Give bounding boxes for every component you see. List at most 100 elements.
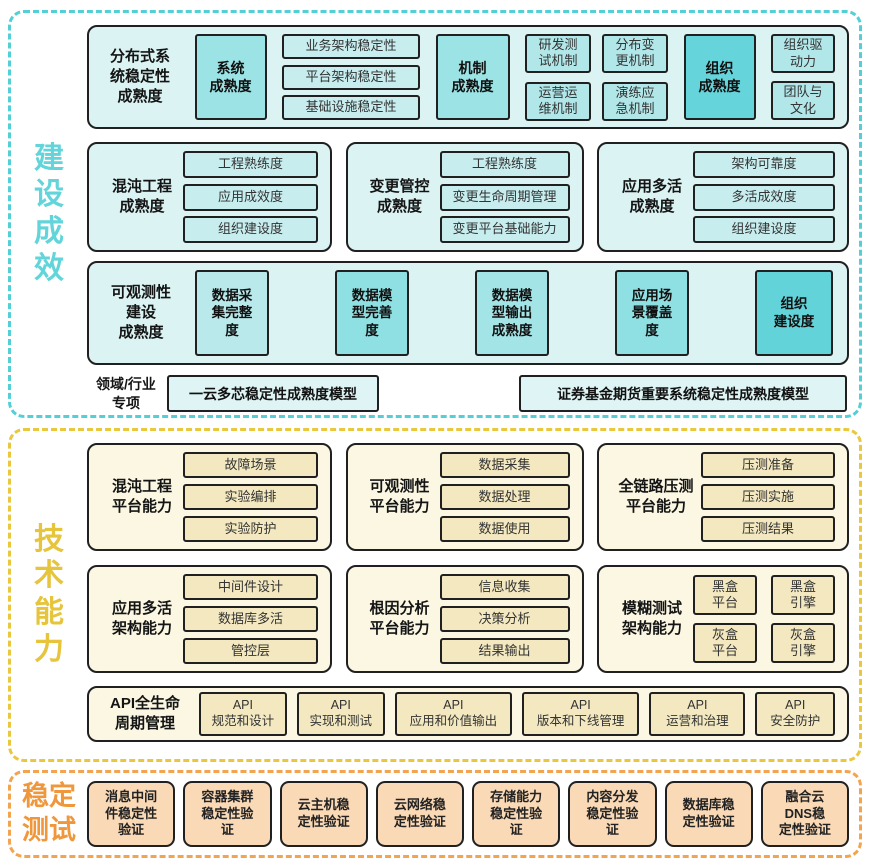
multiactive-items: 架构可靠度 多活成效度 组织建设度	[693, 151, 835, 243]
chip-decision-analysis: 决策分析	[439, 606, 570, 632]
section-side-label-area: 建 设 成 效	[11, 13, 87, 415]
chip-multiactive-effect: 多活成效度	[693, 183, 835, 211]
box-cloud-host-stability: 云主机稳 定性验证	[279, 781, 368, 847]
section-label-tech: 技 术 能 力	[34, 522, 64, 666]
box-storage-stability: 存储能力 稳定性验 证	[472, 781, 561, 847]
effect-content: 分布式系 统稳定性 成熟度 系统 成熟度 业务架构稳定性 平台架构稳定性 基础设…	[87, 13, 859, 415]
box-mq-stability: 消息中间 件稳定性 验证	[87, 781, 176, 847]
chip-eng-proficiency2: 工程熟练度	[439, 151, 570, 178]
box-container-stability: 容器集群 稳定性验 证	[183, 781, 272, 847]
change-control-panel: 变更管控 成熟度 工程熟练度 变更生命周期管理 变更平台基础能力	[345, 142, 584, 252]
box-dns-stability: 融合云 DNS稳 定性验证	[760, 781, 849, 847]
chip-api-value-output: API 应用和价值输出	[394, 692, 512, 736]
chip-exp-protection: 实验防护	[183, 516, 318, 542]
section-side-label-area: 技 术 能 力	[11, 431, 87, 759]
fuzz-test-panel: 模糊测试 架构能力 黑盒 平台 黑盒 引擎 灰盒 平台 灰盒 引擎	[597, 565, 849, 673]
system-maturity-box: 系统 成熟度	[194, 34, 267, 120]
change-items: 工程熟练度 变更生命周期管理 变更平台基础能力	[439, 151, 570, 243]
panel-title-root-cause: 根因分析 平台能力	[369, 599, 430, 637]
box-org-building: 组织 建设度	[755, 270, 833, 356]
chip-team-culture: 团队与 文化	[771, 81, 835, 120]
observability-maturity-panel: 可观测性 建设 成熟度 数据采 集完整 度 数据模 型完善 度 数据模 型输出 …	[87, 261, 849, 365]
root-cause-items: 信息收集 决策分析 结果输出	[439, 574, 570, 664]
section-label-test: 稳定 测试	[22, 781, 76, 845]
panel-title-multiactive-arch: 应用多活 架构能力	[111, 599, 172, 637]
distributed-stability-panel: 分布式系 统稳定性 成熟度 系统 成熟度 业务架构稳定性 平台架构稳定性 基础设…	[87, 25, 849, 129]
chaos-maturity-panel: 混沌工程 成熟度 工程熟练度 应用成效度 组织建设度	[87, 142, 332, 252]
chip-data-process: 数据处理	[439, 484, 570, 510]
box-scenario-coverage: 应用场 景覆盖 度	[615, 270, 689, 356]
panel-title-change: 变更管控 成熟度	[369, 177, 430, 215]
panel-title-fuzz: 模糊测试 架构能力	[621, 599, 682, 637]
chip-greybox-engine: 灰盒 引擎	[771, 623, 835, 663]
chip-greybox-platform: 灰盒 平台	[693, 623, 757, 663]
domain-industry-label: 领域/行业 专项	[96, 376, 156, 411]
full-link-load-panel: 全链路压测 平台能力 压测准备 压测实施 压测结果	[597, 443, 849, 551]
chip-org-building: 组织建设度	[183, 216, 318, 243]
panel-title-multiactive: 应用多活 成熟度	[621, 177, 682, 215]
panel-title-chaos: 混沌工程 成熟度	[111, 177, 172, 215]
box-one-cloud-multi-core: 一云多芯稳定性成熟度模型	[167, 375, 379, 413]
chip-drill-mech: 演练应 急机制	[602, 81, 668, 121]
chip-control-layer: 管控层	[183, 638, 318, 664]
chip-rd-test-mech: 研发测 试机制	[525, 33, 591, 73]
chip-change-lifecycle: 变更生命周期管理	[439, 183, 570, 211]
chip-data-collect: 数据采集	[439, 452, 570, 478]
panel-title-observability: 可观测性 建设 成熟度	[110, 283, 171, 342]
chip-data-use: 数据使用	[439, 516, 570, 542]
chip-ops-mech: 运营运 维机制	[525, 81, 591, 121]
chip-load-execute: 压测实施	[701, 484, 835, 510]
panel-title-api: API全生命 周期管理	[109, 694, 180, 732]
chaos-platform-panel: 混沌工程 平台能力 故障场景 实验编排 实验防护	[87, 443, 332, 551]
chip-load-result: 压测结果	[701, 516, 835, 542]
chip-infra: 基础设施稳定性	[282, 95, 420, 120]
chip-arch-reliability: 架构可靠度	[693, 151, 835, 178]
chip-api-impl-test: API 实现和测试	[296, 692, 385, 736]
mechanism-maturity-box: 机制 成熟度	[435, 34, 510, 120]
section-label-effect: 建 设 成 效	[34, 141, 64, 285]
observ-platform-items: 数据采集 数据处理 数据使用	[439, 452, 570, 542]
org-maturity-box: 组织 成熟度	[683, 34, 756, 120]
section-tech-capability: 技 术 能 力 混沌工程 平台能力 故障场景 实验编排 实验防护 可观测性 平台…	[8, 428, 862, 762]
tech-row1: 混沌工程 平台能力 故障场景 实验编排 实验防护 可观测性 平台能力 数据采集 …	[87, 443, 849, 551]
chip-exp-orchestration: 实验编排	[183, 484, 318, 510]
tech-content: 混沌工程 平台能力 故障场景 实验编排 实验防护 可观测性 平台能力 数据采集 …	[87, 431, 859, 759]
chip-app-effect: 应用成效度	[183, 183, 318, 211]
fuzz-items-grid: 黑盒 平台 黑盒 引擎 灰盒 平台 灰盒 引擎	[693, 575, 835, 663]
panel-title-chaos-platform: 混沌工程 平台能力	[111, 477, 172, 515]
chip-platform-arch: 平台架构稳定性	[282, 64, 420, 90]
box-database-stability: 数据库稳 定性验证	[664, 781, 753, 847]
chip-dist-change-mech: 分布变 更机制	[602, 33, 668, 73]
system-maturity-items: 业务架构稳定性 平台架构稳定性 基础设施稳定性	[282, 34, 420, 120]
effect-row4: 领域/行业 专项 一云多芯稳定性成熟度模型 证券基金期货重要系统稳定性成熟度模型	[87, 375, 849, 413]
chip-api-spec-design: API 规范和设计	[199, 692, 287, 736]
chip-blackbox-platform: 黑盒 平台	[693, 575, 757, 615]
effect-row2: 混沌工程 成熟度 工程熟练度 应用成效度 组织建设度 变更管控 成熟度 工程熟练…	[87, 142, 849, 252]
chip-api-version-mgmt: API 版本和下线管理	[521, 692, 640, 736]
test-boxes-row: 消息中间 件稳定性 验证 容器集群 稳定性验 证 云主机稳 定性验证 云网络稳 …	[87, 773, 859, 855]
panel-title-load-test: 全链路压测 平台能力	[618, 477, 694, 515]
root-cause-panel: 根因分析 平台能力 信息收集 决策分析 结果输出	[345, 565, 584, 673]
chip-org-building2: 组织建设度	[693, 216, 835, 243]
box-data-model-perfect: 数据模 型完善 度	[335, 270, 409, 356]
box-securities-model: 证券基金期货重要系统稳定性成熟度模型	[519, 375, 847, 413]
chip-business-arch: 业务架构稳定性	[282, 34, 420, 59]
panel-title-distributed: 分布式系 统稳定性 成熟度	[109, 47, 170, 106]
chip-api-security: API 安全防护	[755, 692, 835, 736]
section-side-label-area: 稳定 测试	[11, 773, 87, 855]
observability-platform-panel: 可观测性 平台能力 数据采集 数据处理 数据使用	[345, 443, 584, 551]
box-cdn-stability: 内容分发 稳定性验 证	[568, 781, 657, 847]
mechanism-items-grid: 研发测 试机制 分布变 更机制 运营运 维机制 演练应 急机制	[525, 33, 668, 121]
chaos-items: 工程熟练度 应用成效度 组织建设度	[183, 151, 318, 243]
multiactive-arch-panel: 应用多活 架构能力 中间件设计 数据库多活 管控层	[87, 565, 332, 673]
box-data-model-output: 数据模 型输出 成熟度	[475, 270, 549, 356]
chip-org-drive: 组织驱 动力	[771, 34, 835, 73]
box-cloud-network-stability: 云网络稳 定性验证	[375, 781, 464, 847]
multi-active-maturity-panel: 应用多活 成熟度 架构可靠度 多活成效度 组织建设度	[597, 142, 849, 252]
box-data-collect: 数据采 集完整 度	[195, 270, 269, 356]
chip-load-prepare: 压测准备	[701, 452, 835, 478]
chaos-platform-items: 故障场景 实验编排 实验防护	[183, 452, 318, 542]
chip-fault-scene: 故障场景	[183, 452, 318, 478]
chip-result-output: 结果输出	[439, 638, 570, 664]
chip-info-collect: 信息收集	[439, 574, 570, 600]
